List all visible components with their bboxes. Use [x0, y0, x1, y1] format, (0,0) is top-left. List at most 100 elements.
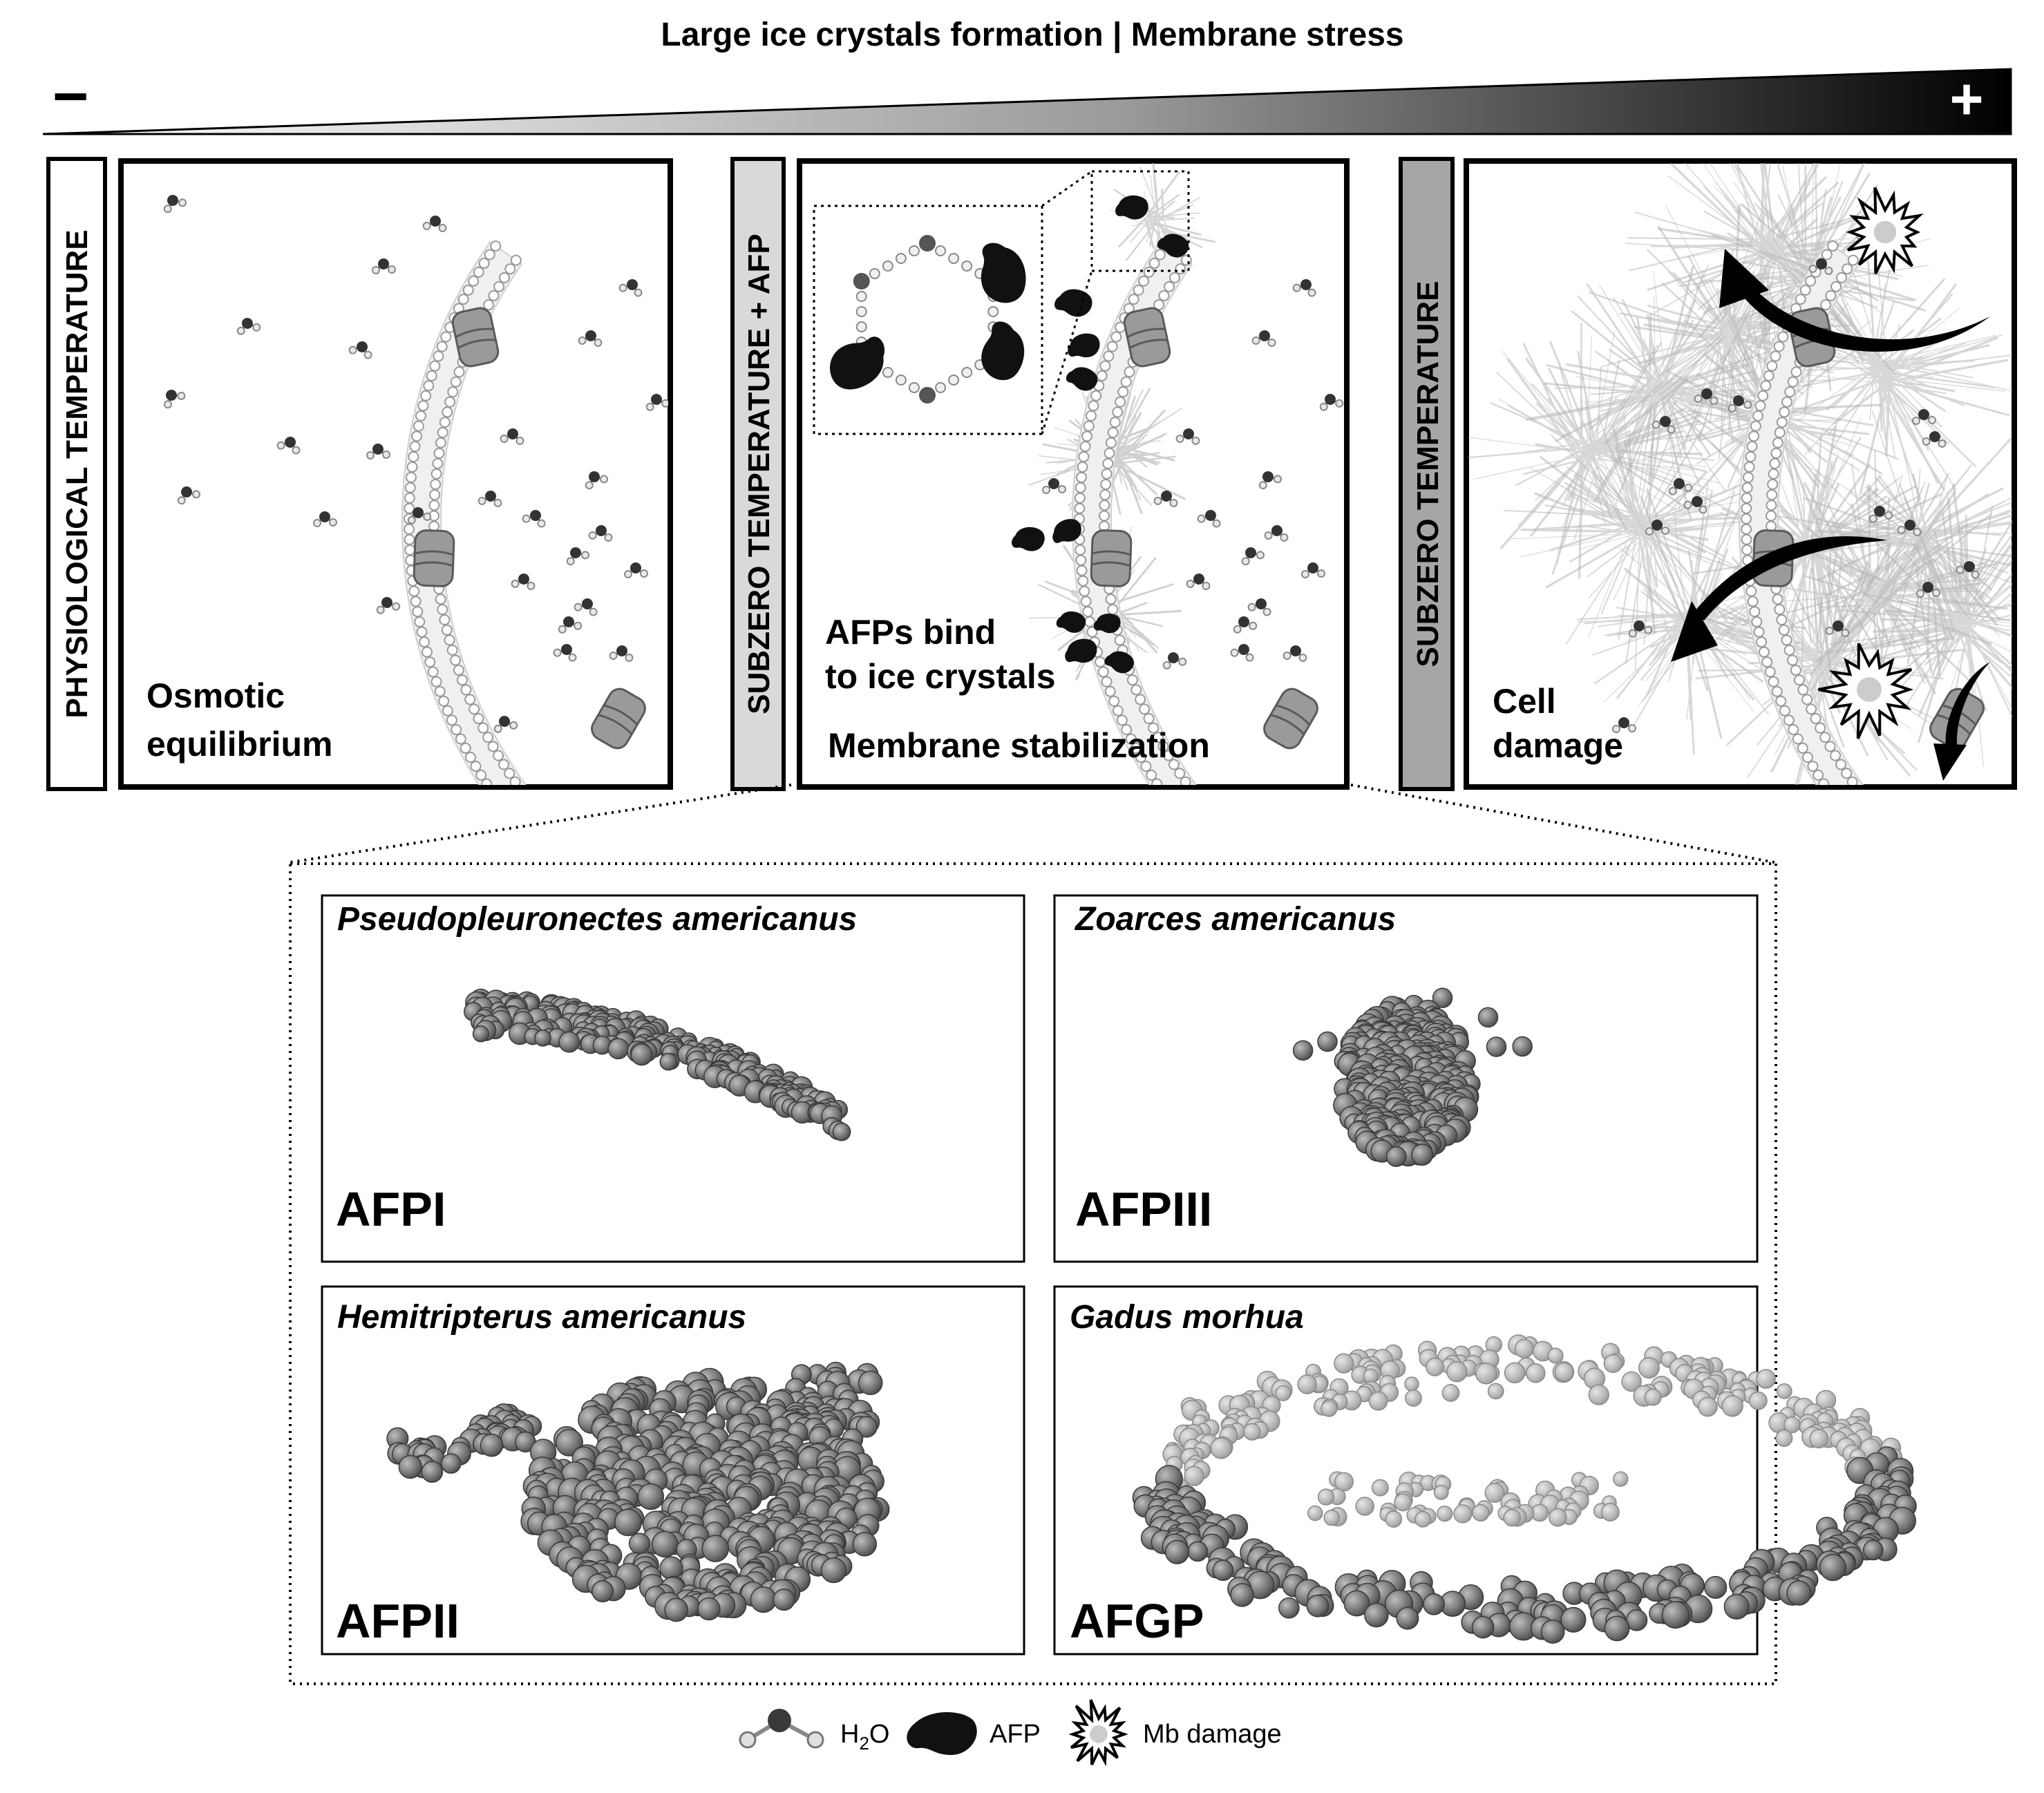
atom-sphere	[630, 1533, 650, 1554]
atom-sphere	[1505, 1363, 1525, 1383]
atom-sphere	[608, 1038, 628, 1059]
atom-sphere	[1386, 1147, 1406, 1167]
atom-sphere	[535, 1030, 551, 1046]
type-afgp: AFGP	[1070, 1594, 1204, 1648]
atom-sphere	[399, 1456, 422, 1479]
legend-mb-damage-icon	[1071, 1700, 1124, 1765]
atom-sphere	[1426, 1358, 1444, 1376]
atom-sphere	[1787, 1581, 1811, 1605]
legend-h2o-icon	[740, 1709, 823, 1747]
gradient-wedge	[43, 69, 2011, 134]
atom-sphere	[1605, 1616, 1629, 1640]
legend: H2O AFP Mb damage	[740, 1700, 1282, 1765]
atom-sphere	[1318, 1032, 1337, 1052]
side-label-subzero-afp: SUBZERO TEMPERATURE + AFP	[742, 234, 776, 714]
atom-sphere	[1515, 1340, 1534, 1358]
species-afpii: Hemitripterus americanus	[337, 1299, 746, 1336]
atom-sphere	[1435, 1486, 1448, 1499]
atom-sphere	[1334, 1354, 1354, 1373]
atom-sphere	[1639, 1358, 1659, 1378]
atom-sphere	[1405, 1377, 1419, 1391]
atom-sphere	[660, 1557, 683, 1579]
atom-sphere	[1864, 1540, 1883, 1559]
caption-equilibrium: equilibrium	[146, 725, 332, 763]
atom-sphere	[750, 1587, 776, 1613]
atom-sphere	[1279, 1598, 1299, 1618]
atom-sphere	[665, 1598, 688, 1621]
atom-sphere	[1356, 1497, 1374, 1515]
atom-sphere	[1318, 1489, 1334, 1505]
atom-sphere	[1504, 1510, 1520, 1526]
legend-mb-label: Mb damage	[1143, 1720, 1282, 1749]
atom-sphere	[833, 1123, 850, 1141]
atom-sphere	[1307, 1595, 1328, 1617]
atom-sphere	[1166, 1540, 1189, 1564]
atom-sphere	[1473, 1617, 1494, 1638]
atom-sphere	[773, 1589, 795, 1611]
afp-types-panel: Pseudopleuronectes americanus AFPI Zoarc…	[290, 864, 1916, 1684]
legend-h2o-label: H2O	[840, 1720, 889, 1754]
atom-sphere	[1294, 1041, 1313, 1060]
channel-protein	[1091, 530, 1132, 587]
atom-sphere	[638, 1484, 663, 1510]
atom-sphere	[1526, 1364, 1545, 1383]
atom-sphere	[660, 1054, 676, 1070]
atom-sphere	[1663, 1602, 1689, 1628]
panel-subzero-afp: SUBZERO TEMPERATURE + AFP AFPs bind to i…	[732, 159, 1347, 877]
atom-sphere	[473, 1026, 489, 1042]
type-afpiii: AFPIII	[1075, 1182, 1212, 1236]
atom-sphere	[1810, 1430, 1828, 1448]
atom-sphere	[1724, 1595, 1749, 1620]
species-afpi: Pseudopleuronectes americanus	[337, 901, 857, 938]
panel-subzero: SUBZERO TEMPERATURE Cell damage	[1401, 124, 2044, 877]
atom-sphere	[1412, 1144, 1432, 1165]
atom-sphere	[1541, 1620, 1564, 1643]
atom-sphere	[1447, 1362, 1467, 1382]
atom-sphere	[1722, 1396, 1743, 1416]
legend-afp-icon	[907, 1712, 976, 1755]
atom-sphere	[615, 1509, 641, 1535]
atom-sphere	[1705, 1577, 1727, 1599]
atom-sphere	[1589, 1385, 1609, 1405]
atom-sphere	[1776, 1430, 1792, 1447]
atom-sphere	[1365, 1604, 1388, 1627]
atom-sphere	[1385, 1511, 1401, 1527]
atom-sphere	[1308, 1506, 1323, 1521]
atom-sphere	[480, 1434, 502, 1457]
atom-sphere	[1454, 1505, 1472, 1523]
type-afpi: AFPI	[336, 1182, 446, 1236]
atom-sphere	[1513, 1037, 1532, 1056]
atom-sphere	[1423, 1594, 1444, 1615]
minus-sign: −	[53, 62, 89, 131]
atom-sphere	[1614, 1472, 1628, 1486]
atom-sphere	[1369, 1392, 1387, 1410]
atom-sphere	[1298, 1375, 1316, 1394]
atom-sphere	[1555, 1363, 1573, 1381]
atom-sphere	[1561, 1608, 1586, 1633]
atom-sphere	[853, 1533, 876, 1556]
atom-sphere	[1211, 1438, 1231, 1459]
atom-sphere	[1397, 1607, 1418, 1629]
atom-sphere	[559, 1032, 579, 1052]
atom-sphere	[1437, 1506, 1452, 1521]
channel-protein	[414, 530, 455, 587]
side-label-physiological: PHYSIOLOGICAL TEMPERATURE	[60, 229, 94, 718]
atom-sphere	[1231, 1584, 1253, 1606]
zoom-line-left	[290, 785, 791, 862]
atom-sphere	[822, 1558, 846, 1583]
atom-sphere	[1602, 1503, 1620, 1521]
atom-sphere	[652, 1531, 678, 1557]
atom-sphere	[702, 1535, 728, 1562]
atom-sphere	[1488, 1383, 1504, 1398]
atom-sphere	[1777, 1384, 1792, 1398]
atom-sphere	[1372, 1480, 1388, 1496]
atom-sphere	[631, 1044, 652, 1065]
atom-sphere	[1473, 1504, 1489, 1521]
atom-sphere	[1213, 1560, 1233, 1580]
atom-sphere	[1604, 1354, 1622, 1372]
figure-title: Large ice crystals formation | Membrane …	[661, 17, 1403, 53]
atom-sphere	[1415, 1512, 1430, 1527]
type-afpii: AFPII	[336, 1594, 460, 1648]
